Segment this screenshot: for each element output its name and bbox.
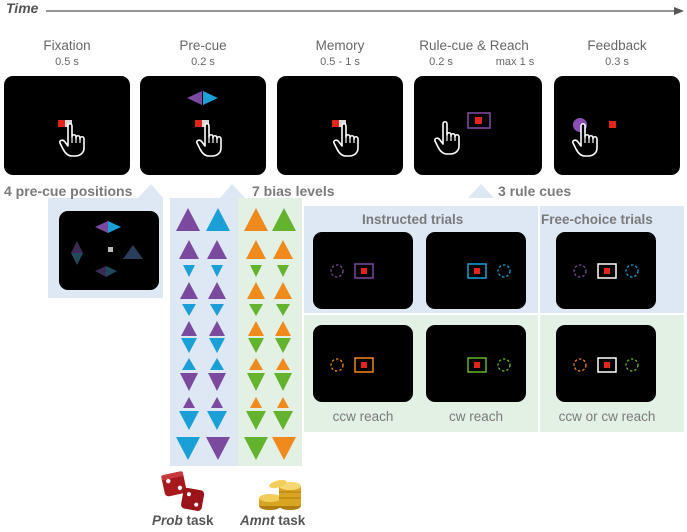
rule-cue-prob-free bbox=[573, 263, 639, 279]
prob-task-name: Prob bbox=[152, 513, 183, 528]
hand-pointer-icon bbox=[59, 122, 85, 157]
amnt-task-label: Amnt task bbox=[240, 513, 305, 528]
prob-bias-levels bbox=[176, 208, 230, 460]
screen-precue bbox=[140, 76, 266, 175]
time-arrow bbox=[46, 7, 684, 15]
rule-screen-amnt-ccw bbox=[313, 325, 413, 402]
hand-pointer-icon bbox=[196, 122, 222, 157]
hand-pointer-icon bbox=[333, 122, 359, 157]
amnt-task-name: Amnt bbox=[240, 513, 275, 528]
reach-label-cw: cw reach bbox=[448, 409, 504, 424]
rule-screen-amnt-cw bbox=[426, 325, 526, 402]
hand-pointer-icon bbox=[434, 120, 460, 155]
amnt-bias-levels bbox=[244, 208, 296, 460]
phase-duration-precue: 0.2 s bbox=[191, 56, 215, 68]
dice-icon bbox=[161, 471, 205, 511]
rule-screen-prob-free bbox=[556, 232, 656, 309]
screen-memory bbox=[277, 76, 403, 175]
bias-levels-title: 7 bias levels bbox=[252, 183, 335, 199]
rule-cue-stimulus bbox=[467, 112, 491, 129]
rule-cues-title: 3 rule cues bbox=[498, 183, 572, 199]
phase-duration-rule-cue: 0.2 s bbox=[429, 56, 453, 68]
instructed-trials-title: Instructed trials bbox=[362, 212, 464, 227]
screen-feedback bbox=[554, 76, 680, 175]
free-choice-trials-title: Free-choice trials bbox=[541, 212, 653, 227]
phase-title-fixation: Fixation bbox=[43, 38, 91, 53]
precue-positions-stimulus bbox=[71, 221, 143, 277]
rule-screen-amnt-free bbox=[556, 325, 656, 402]
rule-cue-amnt-cw bbox=[467, 357, 511, 373]
rule-screen-prob-ccw bbox=[313, 232, 413, 309]
prob-task-label: Prob task bbox=[152, 513, 214, 528]
screen-rule-cue-reach bbox=[414, 76, 542, 175]
prob-task-suffix: task bbox=[182, 513, 214, 528]
phase-title-rule-cue-reach: Rule-cue & Reach bbox=[419, 38, 529, 53]
phase-title-feedback: Feedback bbox=[587, 38, 647, 53]
rule-cue-prob-cw bbox=[467, 263, 511, 279]
phase-duration-feedback: 0.3 s bbox=[605, 56, 629, 68]
rule-cue-amnt-free bbox=[573, 357, 639, 373]
phase-title-memory: Memory bbox=[315, 38, 365, 53]
rule-cue-prob-ccw bbox=[330, 263, 374, 279]
precue-positions-title: 4 pre-cue positions bbox=[4, 183, 133, 199]
time-label: Time bbox=[6, 0, 39, 16]
amnt-task-suffix: task bbox=[274, 513, 306, 528]
screen-precue-positions bbox=[59, 211, 159, 290]
coins-icon bbox=[259, 479, 301, 510]
rule-cue-amnt-ccw bbox=[330, 357, 374, 373]
hand-pointer-icon bbox=[572, 122, 598, 157]
phase-title-precue: Pre-cue bbox=[179, 38, 227, 53]
phase-duration-fixation: 0.5 s bbox=[55, 56, 79, 68]
phase-duration-reach: max 1 s bbox=[495, 56, 535, 68]
phase-duration-memory: 0.5 - 1 s bbox=[320, 56, 360, 68]
rule-screen-prob-cw bbox=[426, 232, 526, 309]
reach-label-ccw: ccw reach bbox=[332, 409, 394, 424]
reach-label-free: ccw or cw reach bbox=[558, 409, 656, 424]
screen-fixation bbox=[4, 76, 130, 175]
